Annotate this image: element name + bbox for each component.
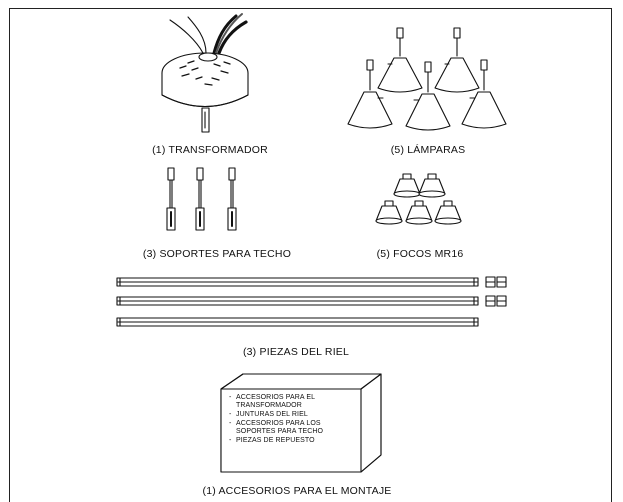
lamps-label: (5) LÁMPARAS xyxy=(390,144,466,156)
mr16-bulbs-drawing xyxy=(375,173,462,225)
kit-item: ACCESORIOS PARA LOS SOPORTES PARA TECHO xyxy=(229,420,359,437)
kit-contents-list: ACCESORIOS PARA EL TRANSFORMADOR JUNTURA… xyxy=(229,394,359,446)
rail-pieces-drawing xyxy=(116,276,507,327)
kit-item: ACCESORIOS PARA EL TRANSFORMADOR xyxy=(229,394,359,411)
ceiling-supports-drawing xyxy=(166,167,237,231)
diagram-frame xyxy=(9,8,612,502)
kit-item: PIEZAS DE REPUESTO xyxy=(229,437,359,446)
transformer-drawing xyxy=(161,13,249,133)
rails-label: (3) PIEZAS DEL RIEL xyxy=(242,346,350,358)
bulbs-label: (5) FOCOS MR16 xyxy=(376,248,464,260)
kit-label: (1) ACCESORIOS PARA EL MONTAJE xyxy=(202,485,392,497)
supports-label: (3) SOPORTES PARA TECHO xyxy=(142,248,292,260)
rail-connector-icon xyxy=(485,276,507,307)
kit-item: JUNTURAS DEL RIEL xyxy=(229,411,359,420)
transformer-label: (1) TRANSFORMADOR xyxy=(152,144,268,156)
lamps-drawing xyxy=(347,27,507,131)
